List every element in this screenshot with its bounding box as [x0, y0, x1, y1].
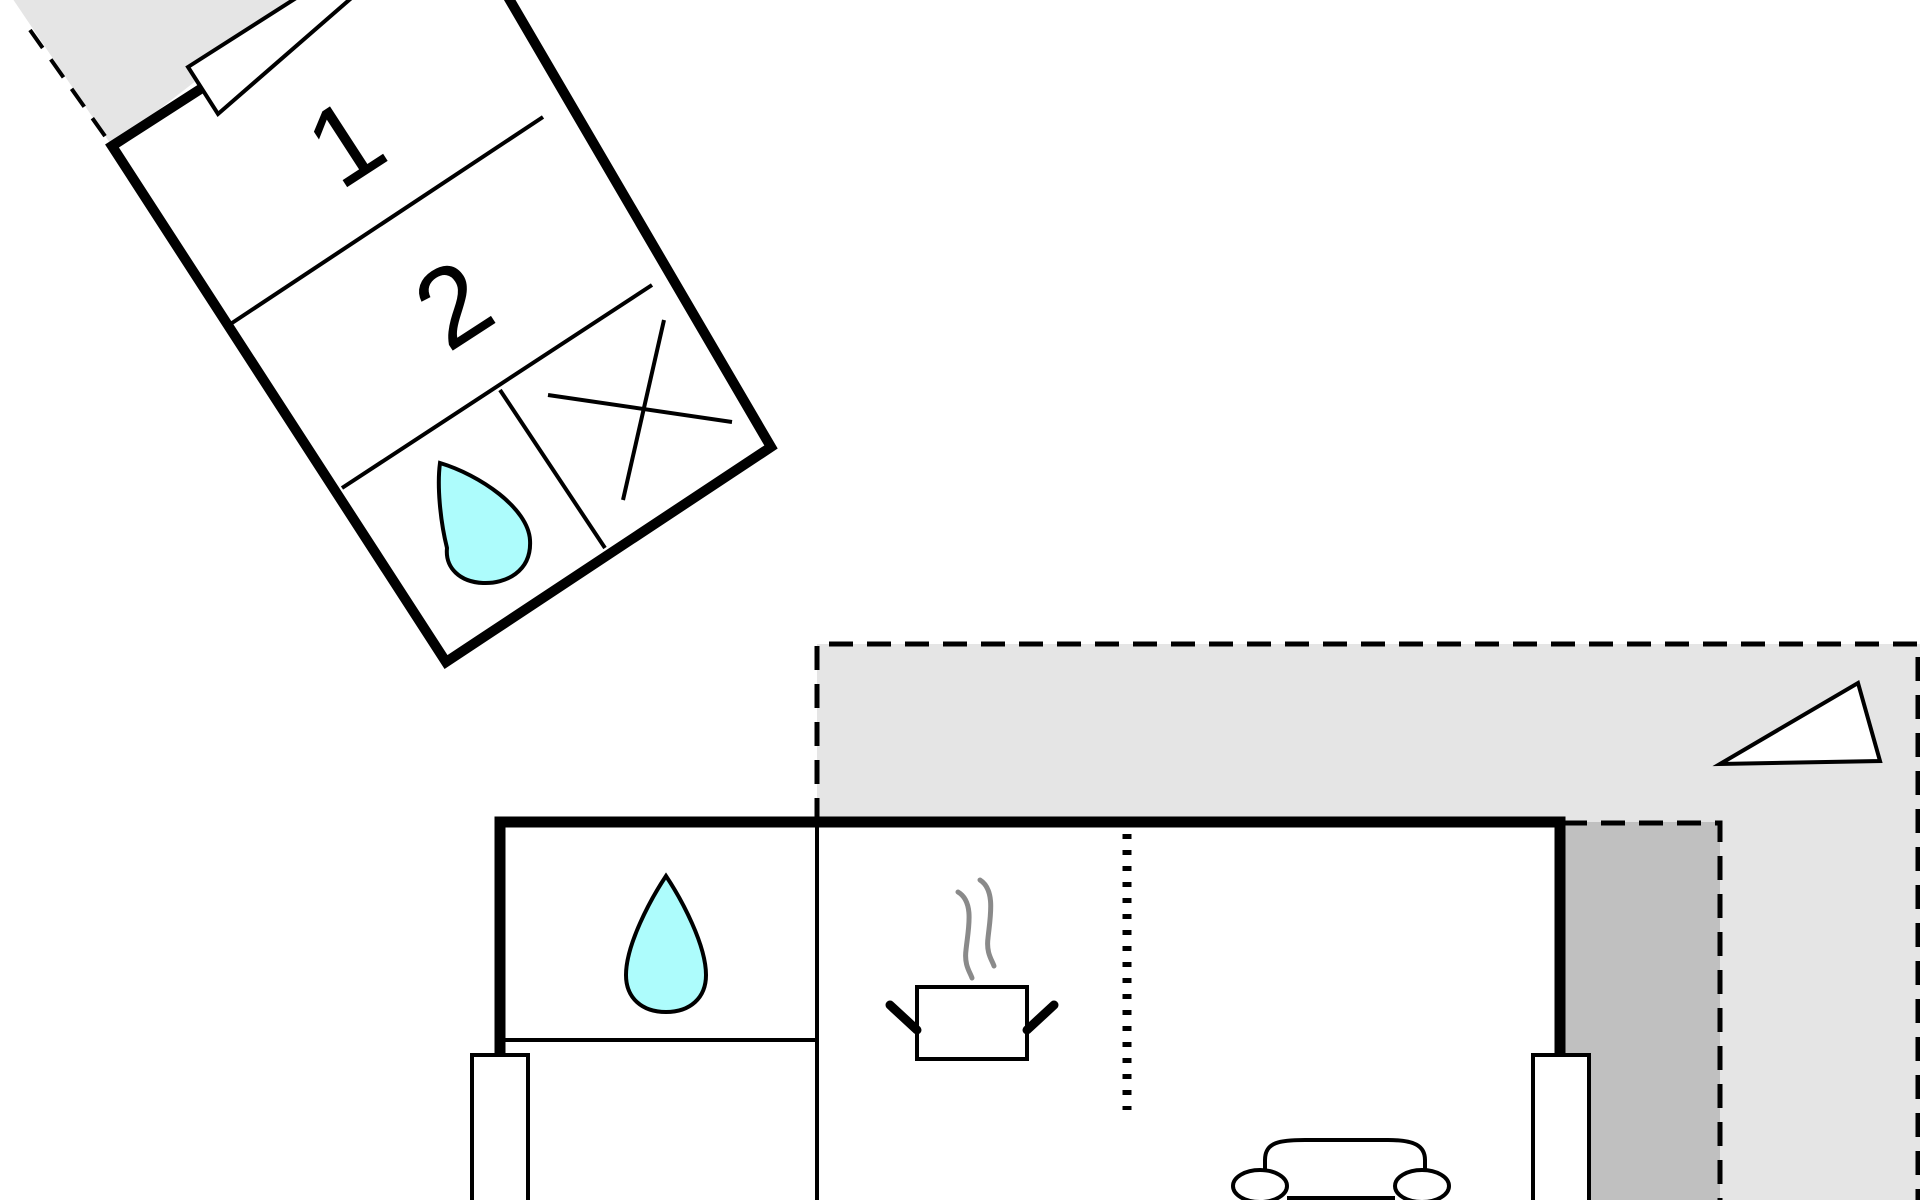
- bathroom-wing: [436, 460, 533, 586]
- covered-terrace: [1563, 822, 1720, 1200]
- covered-terrace-border: [1563, 820, 1723, 1200]
- terrace-border: [814, 641, 1920, 1200]
- storage-room: [547, 319, 733, 501]
- wall-divider: [498, 388, 607, 550]
- terrace-top-left: [0, 0, 300, 146]
- water-drop-icon: [436, 460, 533, 586]
- sofa-icon: [1231, 1138, 1451, 1200]
- kitchen: [885, 877, 1059, 1061]
- rotated-wing: 1 2: [105, 0, 778, 669]
- window-left: [470, 1053, 530, 1200]
- main-outer-wall: [494, 816, 1566, 1200]
- cross-mark: [621, 319, 666, 501]
- wing-outer-wall: [105, 0, 778, 669]
- compass-icon: [1712, 679, 1883, 767]
- bathroom-main: [623, 872, 709, 1015]
- wall-divider: [340, 283, 654, 490]
- cross-mark: [547, 393, 733, 424]
- window-right: [1531, 1053, 1591, 1200]
- wall-divider: [230, 115, 545, 325]
- cooking-pot-icon: [885, 877, 1059, 1061]
- door-icon: [185, 0, 353, 118]
- water-drop-icon: [623, 872, 709, 1015]
- main-house: [470, 816, 1591, 1200]
- terrace-l-shape: [817, 644, 1920, 1200]
